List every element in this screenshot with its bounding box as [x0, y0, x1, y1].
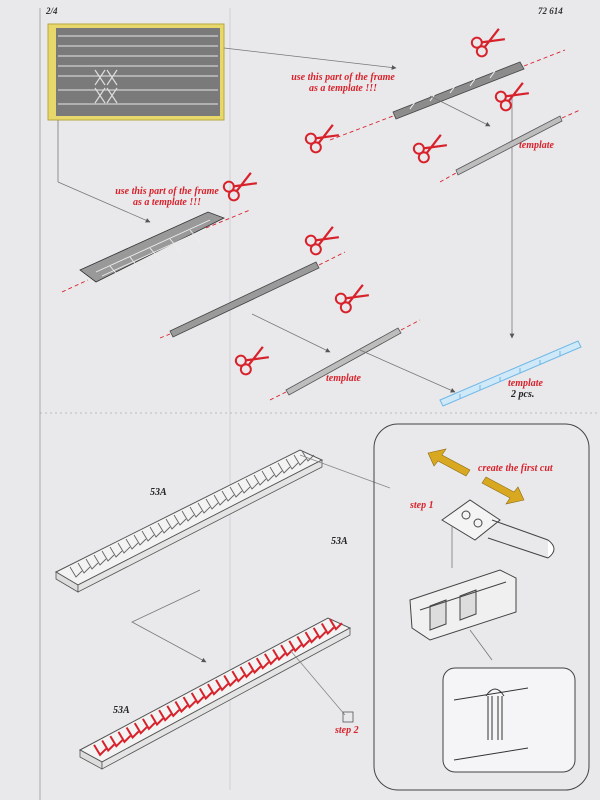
rack-tooth — [150, 713, 164, 727]
rack-tooth — [125, 726, 140, 740]
photo-etch-fret — [47, 23, 225, 121]
rack-tooth — [149, 526, 163, 538]
rack-tooth — [247, 661, 262, 675]
scissors-icon — [410, 130, 450, 166]
rack-tooth — [269, 466, 283, 478]
rack-tooth — [142, 718, 156, 731]
rack-tooth — [93, 554, 107, 566]
detail-panel — [373, 423, 590, 791]
rack-tooth — [207, 683, 221, 696]
label-pieces: 2 pcs. — [511, 389, 535, 400]
rack-tooth — [109, 546, 123, 558]
rack-tooth — [174, 700, 189, 714]
rack-tooth — [253, 474, 267, 486]
rack-tooth — [264, 653, 278, 666]
rack-tooth — [109, 735, 124, 748]
blue-template-part — [439, 340, 582, 407]
arrow-icon — [427, 448, 525, 505]
rack-tooth — [277, 462, 291, 474]
template-note-upper: use this part of the frame as a template… — [291, 72, 395, 94]
scissors-icon — [302, 222, 342, 258]
label-part-53a-mid: 53A — [331, 536, 348, 547]
rack-tooth — [157, 522, 171, 534]
rack-tooth — [165, 518, 179, 530]
rack-tooth — [213, 494, 227, 506]
rack-tooth — [229, 486, 243, 498]
label-step-2: step 2 — [335, 725, 359, 736]
rack-tooth — [329, 618, 343, 631]
part-53a-rack-upper — [54, 449, 324, 593]
rack-tooth — [69, 566, 83, 578]
rack-tooth — [304, 631, 319, 644]
rack-tooth — [296, 635, 311, 649]
rack-tooth — [221, 490, 235, 502]
rack-tooth — [320, 622, 335, 636]
scissors-icon — [302, 120, 342, 156]
rack-tooth — [198, 687, 213, 701]
detail-marker — [342, 711, 354, 723]
label-template-right: template — [519, 140, 554, 151]
rack-tooth — [125, 538, 139, 550]
frame-strip-upper — [392, 61, 525, 120]
rack-tooth — [301, 450, 315, 462]
rack-tooth — [197, 502, 211, 514]
rack-tooth — [255, 657, 270, 670]
rack-tooth — [101, 739, 115, 753]
frame-strip-center — [169, 261, 320, 338]
rack-tooth — [215, 679, 229, 692]
cutting-tool — [441, 499, 555, 559]
rack-tooth — [239, 666, 254, 679]
scissors-icon — [492, 78, 532, 114]
rack-tooth — [190, 692, 205, 705]
rack-tooth — [223, 674, 237, 688]
rack-tooth — [101, 550, 115, 562]
rack-tooth — [173, 514, 187, 526]
rack-tooth — [182, 696, 197, 709]
template-strip-lower — [285, 327, 402, 396]
label-template-center: template — [326, 373, 361, 384]
page-number: 2/4 — [46, 6, 58, 16]
rack-tooth — [285, 458, 299, 470]
rack-tooth — [141, 530, 155, 542]
rack-tooth — [272, 648, 286, 662]
rack-tooth — [312, 627, 327, 640]
scissors-icon — [232, 342, 272, 378]
scissors-icon — [468, 24, 508, 60]
rack-tooth — [189, 506, 203, 518]
part-53a-rack-lower — [78, 617, 352, 770]
rack-tooth — [117, 542, 131, 554]
label-part-53a-lower: 53A — [113, 705, 130, 716]
rack-tooth — [261, 470, 275, 482]
template-strip-right — [455, 115, 563, 176]
zoom-detail — [453, 687, 529, 761]
rack-tooth — [166, 705, 180, 718]
rack-tooth — [77, 562, 91, 574]
zoom-detail-box — [442, 667, 576, 773]
frame-block-center — [79, 211, 225, 283]
label-step-1: step 1 — [410, 500, 434, 511]
rack-tooth — [231, 670, 246, 683]
rack-detail — [409, 569, 517, 641]
rack-tooth — [93, 744, 107, 757]
template-note-center: use this part of the frame as a template… — [115, 186, 219, 208]
rack-tooth — [293, 454, 307, 466]
scissors-icon — [332, 280, 372, 316]
product-code: 72 614 — [538, 6, 563, 16]
label-create-first-cut: create the first cut — [478, 463, 553, 474]
rack-tooth — [158, 709, 172, 722]
rack-tooth — [85, 558, 99, 570]
label-template-blue: template — [508, 378, 543, 389]
rack-tooth — [133, 722, 148, 735]
rack-tooth — [117, 731, 132, 744]
rack-tooth — [181, 510, 195, 522]
rack-tooth — [237, 482, 251, 494]
rack-tooth — [288, 640, 302, 653]
rack-tooth — [245, 478, 259, 490]
rack-tooth — [205, 498, 219, 510]
rack-tooth — [133, 534, 147, 546]
label-part-53a-upper: 53A — [150, 487, 167, 498]
